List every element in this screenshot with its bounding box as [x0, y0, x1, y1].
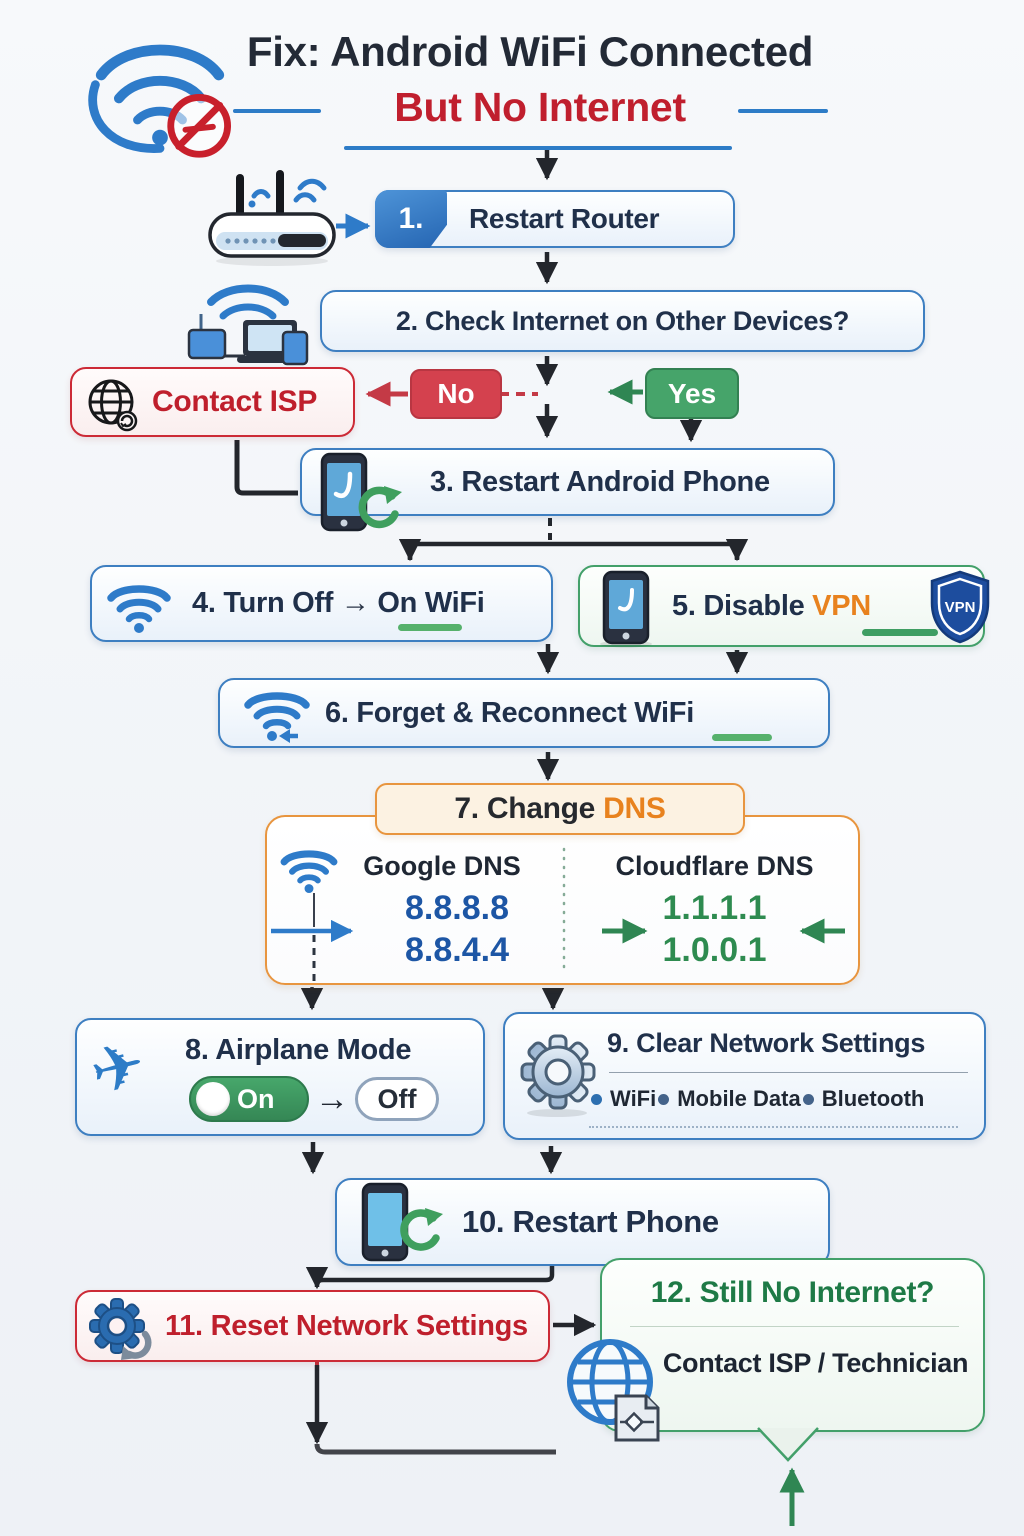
- bullet-icon: [802, 1093, 814, 1105]
- bullet-icon: [591, 1093, 602, 1105]
- phone-restart-icon: [357, 1182, 449, 1273]
- step-4-toggle-wifi: 4. Turn Off → On WiFi: [90, 565, 553, 642]
- step-11-label: 11. Reset Network Settings: [165, 1309, 528, 1342]
- step-3-label: 3. Restart Android Phone: [430, 465, 770, 498]
- cloudflare-dns-title: Cloudflare DNS: [615, 851, 814, 881]
- decision-no-badge: No: [410, 369, 502, 419]
- cloudflare-dns-secondary: 1.0.0.1: [662, 931, 767, 969]
- step-1-number: 1.: [375, 190, 447, 248]
- step-4-arrow-glyph: →: [340, 587, 370, 619]
- cloudflare-dns-primary: 1.1.1.1: [662, 889, 767, 927]
- step-1-restart-router: 1. Restart Router: [375, 190, 735, 248]
- step-3-restart-android-phone: 3. Restart Android Phone: [300, 448, 835, 532]
- gear-reset-icon: [87, 1296, 157, 1367]
- title-line2: But No Internet: [394, 84, 686, 130]
- wifi-icon: [106, 579, 172, 638]
- vpn-shield-text: VPN: [945, 599, 976, 616]
- step-12-subtitle: Contact ISP / Technician: [662, 1348, 969, 1378]
- phone-restart-icon: [316, 452, 408, 543]
- step-8-label: 8. Airplane Mode: [185, 1034, 412, 1066]
- google-dns-primary: 8.8.8.8: [405, 889, 509, 927]
- step-6-label: 6. Forget & Reconnect WiFi: [325, 696, 694, 729]
- toggle-on-label: On: [237, 1083, 275, 1114]
- step-4-suffix: On WiFi: [377, 587, 485, 619]
- contact-isp-box: Contact ISP: [70, 367, 355, 437]
- step-12-title: 12. Still No Internet?: [650, 1276, 935, 1309]
- dns-panel-graphics: [271, 847, 845, 985]
- step-7-prefix: 7. Change: [454, 792, 596, 825]
- step-9-clear-network-settings: 9. Clear Network Settings WiFi Mobile Da…: [503, 1012, 986, 1140]
- wifi-reconnect-icon: [242, 687, 312, 750]
- step-11-reset-network-settings: 11. Reset Network Settings: [75, 1290, 550, 1362]
- step-9-divider: [609, 1072, 968, 1073]
- step-10-restart-phone: 10. Restart Phone: [335, 1178, 830, 1266]
- google-dns-secondary: 8.8.4.4: [405, 931, 509, 969]
- toggle-on: On: [189, 1076, 309, 1122]
- step-4-prefix: 4. Turn Off: [192, 587, 334, 619]
- wifi-no-internet-icon: [80, 24, 240, 166]
- airplane-icon: ✈: [83, 1026, 153, 1110]
- contact-isp-label: Contact ISP: [152, 385, 318, 418]
- toggle-off: Off: [355, 1077, 439, 1121]
- step-12-divider: [630, 1326, 959, 1327]
- vpn-shield-icon: VPN: [927, 569, 993, 650]
- wifi-icon: [279, 845, 339, 898]
- step-9-item-wifi: WiFi: [610, 1086, 657, 1111]
- toggle-arrow-glyph: →: [315, 1079, 349, 1118]
- bullet-icon: [658, 1093, 670, 1105]
- step-5-vpn-text: VPN: [812, 589, 871, 622]
- step-5-disable-vpn: 5. Disable VPN VPN: [578, 565, 990, 648]
- step-7-label: 7. Change DNS: [454, 792, 665, 826]
- step-6-underline: [712, 734, 772, 741]
- title-dash-right: [738, 109, 828, 113]
- step-9-item-mobile-data: Mobile Data: [677, 1086, 801, 1111]
- phone-icon: [596, 570, 660, 653]
- step-5-prefix: 5. Disable: [672, 589, 805, 622]
- step-2-check-other-devices: 2. Check Internet on Other Devices?: [320, 290, 925, 352]
- step-9-items: WiFi Mobile Data Bluetooth: [589, 1086, 924, 1112]
- step-9-item-bluetooth: Bluetooth: [821, 1086, 925, 1111]
- step-7-dns-text: DNS: [603, 792, 666, 825]
- gear-icon: [517, 1030, 599, 1123]
- step-2-label: 2. Check Internet on Other Devices?: [395, 305, 850, 336]
- globe-document-icon: [558, 1334, 678, 1451]
- step-5-underline: [862, 629, 938, 636]
- title-dash-left: [233, 109, 321, 113]
- step-10-label: 10. Restart Phone: [462, 1204, 719, 1239]
- step-12-still-no-internet: 12. Still No Internet? Contact ISP / Tec…: [600, 1258, 985, 1432]
- step-6-forget-reconnect-wifi: 6. Forget & Reconnect WiFi: [218, 678, 830, 748]
- step-8-airplane-mode: ✈ 8. Airplane Mode On → Off: [75, 1018, 485, 1136]
- step-7-dns-panel: Google DNS 8.8.8.8 8.8.4.4 Cloudflare DN…: [265, 815, 860, 985]
- router-icon: [202, 166, 342, 266]
- airplane-toggle-row: On → Off: [189, 1076, 439, 1122]
- title-line1: Fix: Android WiFi Connected: [246, 28, 814, 75]
- step-5-label: 5. Disable VPN: [672, 590, 871, 623]
- step-9-label: 9. Clear Network Settings: [607, 1028, 926, 1058]
- decision-yes-badge: Yes: [645, 368, 739, 419]
- step-4-label: 4. Turn Off → On WiFi: [192, 587, 485, 620]
- step-1-label: Restart Router: [469, 203, 660, 234]
- google-dns-title: Google DNS: [363, 851, 521, 881]
- devices-wifi-icon: [183, 272, 313, 367]
- toggle-knob: [196, 1082, 230, 1116]
- globe-icon: [84, 376, 140, 437]
- step-9-dotted-line: [589, 1126, 958, 1128]
- title-underline: [344, 146, 732, 150]
- step-4-underline: [398, 624, 462, 631]
- step-7-header: 7. Change DNS: [375, 783, 745, 835]
